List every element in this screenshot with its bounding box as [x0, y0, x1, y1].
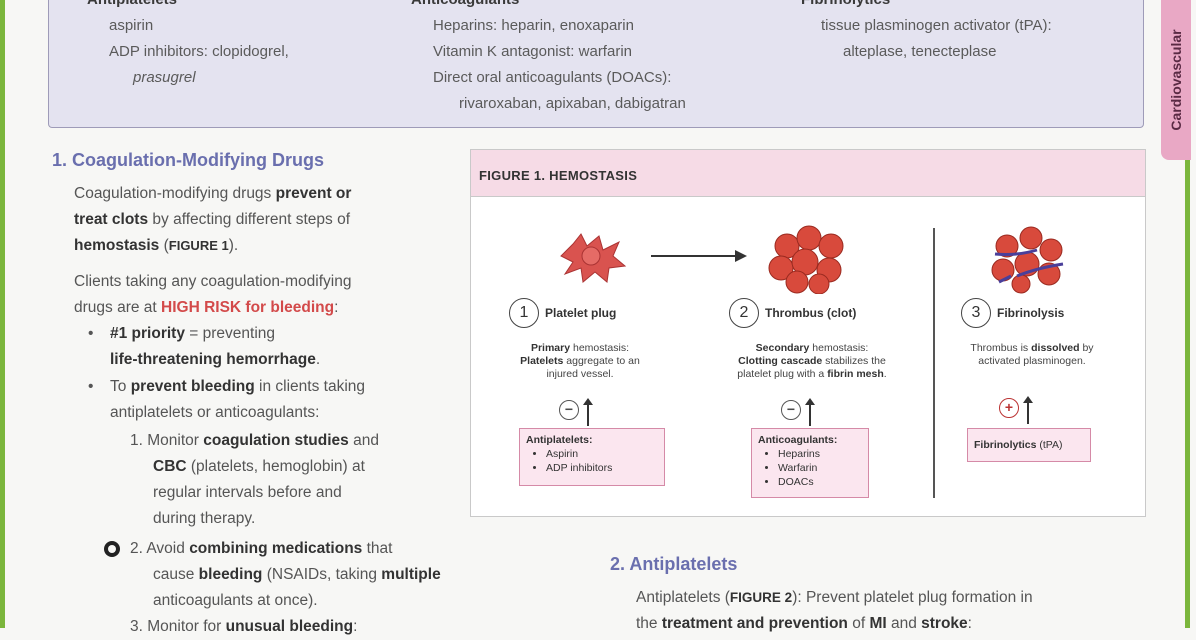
- summary-line: prasugrel: [133, 69, 196, 86]
- summary-heading: Antiplatelets: [87, 0, 289, 13]
- section-tab[interactable]: Cardiovascular: [1161, 0, 1191, 160]
- process-arrow: [651, 250, 747, 262]
- page-frame: [0, 0, 1190, 628]
- platelet-cluster-illustration: [560, 233, 627, 283]
- step-label: Thrombus (clot): [765, 306, 857, 320]
- step-label: Platelet plug: [545, 306, 617, 320]
- summary-line: Heparins: heparin, enoxaparin: [433, 17, 634, 34]
- summary-line: rivaroxaban, apixaban, dabigatran: [459, 95, 686, 112]
- antiplatelets-paragraph: Antiplatelets (FIGURE 2): Prevent platel…: [636, 589, 1033, 632]
- figure-title: FIGURE 1. HEMOSTASIS: [471, 150, 1145, 197]
- summary-line: Direct oral anticoagulants (DOACs):: [433, 69, 672, 86]
- summary-col-antiplatelets: Antiplatelets aspirin ADP inhibitors: cl…: [87, 0, 289, 91]
- numbered-item-1: 1. Monitor coagulation studies and CBC (…: [130, 432, 379, 527]
- step-label: Fibrinolysis: [997, 306, 1065, 320]
- arrow-up-icon: [583, 398, 593, 426]
- step-number: 3: [961, 298, 991, 328]
- section-tab-label: Cardiovascular: [1168, 29, 1184, 131]
- step-number: 1: [509, 298, 539, 328]
- numbered-item-2: 2. Avoid combining medications that caus…: [130, 540, 441, 609]
- numbered-item-3: 3. Monitor for unusual bleeding:: [130, 618, 358, 635]
- summary-line: ADP inhibitors: clopidogrel,: [109, 43, 289, 60]
- summary-col-anticoagulants: Anticoagulants Heparins: heparin, enoxap…: [411, 0, 686, 117]
- alert-icon: [104, 541, 120, 557]
- drug-box-fibrinolytics: Fibrinolytics (tPA): [967, 428, 1091, 462]
- thrombus-illustration: [768, 225, 844, 294]
- summary-heading: Anticoagulants: [411, 0, 686, 13]
- step-fibrinolysis: 3 Fibrinolysis: [961, 298, 1064, 328]
- summary-line: Vitamin K antagonist: warfarin: [433, 43, 632, 60]
- summary-col-fibrinolytics: Fibrinolytics tissue plasminogen activat…: [801, 0, 1052, 65]
- risk-paragraph: Clients taking any coagulation-modifying…: [74, 273, 352, 316]
- summary-line: aspirin: [109, 17, 154, 34]
- figure-hemostasis: FIGURE 1. HEMOSTASIS 1 Platelet plug Prim…: [470, 149, 1146, 517]
- intro-paragraph: Coagulation-modifying drugs prevent or t…: [74, 185, 352, 254]
- arrow-up-icon: [805, 398, 815, 426]
- drug-box-antiplatelets: Antiplatelets: AspirinADP inhibitors: [519, 428, 665, 486]
- fibrinolysis-illustration: [991, 226, 1064, 294]
- summary-line: tissue plasminogen activator (tPA):: [821, 17, 1052, 34]
- arrow-up-icon: [1023, 396, 1033, 424]
- inhibit-icon: −: [781, 400, 801, 420]
- step-description: Secondary hemostasis:Clotting cascade st…: [737, 342, 887, 380]
- step-thrombus: 2 Thrombus (clot): [729, 298, 856, 328]
- step-description: Primary hemostasis:Platelets aggregate t…: [520, 342, 640, 380]
- step-number: 2: [729, 298, 759, 328]
- drug-box-anticoagulants: Anticoagulants: HeparinsWarfarinDOACs: [751, 428, 869, 498]
- step-platelet-plug: 1 Platelet plug: [509, 298, 616, 328]
- section-heading-antiplatelets: 2. Antiplatelets: [610, 554, 738, 574]
- summary-line: alteplase, tenecteplase: [843, 43, 997, 60]
- section-heading-coagulation: 1. Coagulation-Modifying Drugs: [52, 150, 324, 170]
- summary-heading: Fibrinolytics: [801, 0, 1052, 13]
- section-divider: [933, 228, 935, 498]
- activate-icon: +: [999, 398, 1019, 418]
- inhibit-icon: −: [559, 400, 579, 420]
- drug-summary-box: Antiplatelets aspirin ADP inhibitors: cl…: [48, 0, 1144, 128]
